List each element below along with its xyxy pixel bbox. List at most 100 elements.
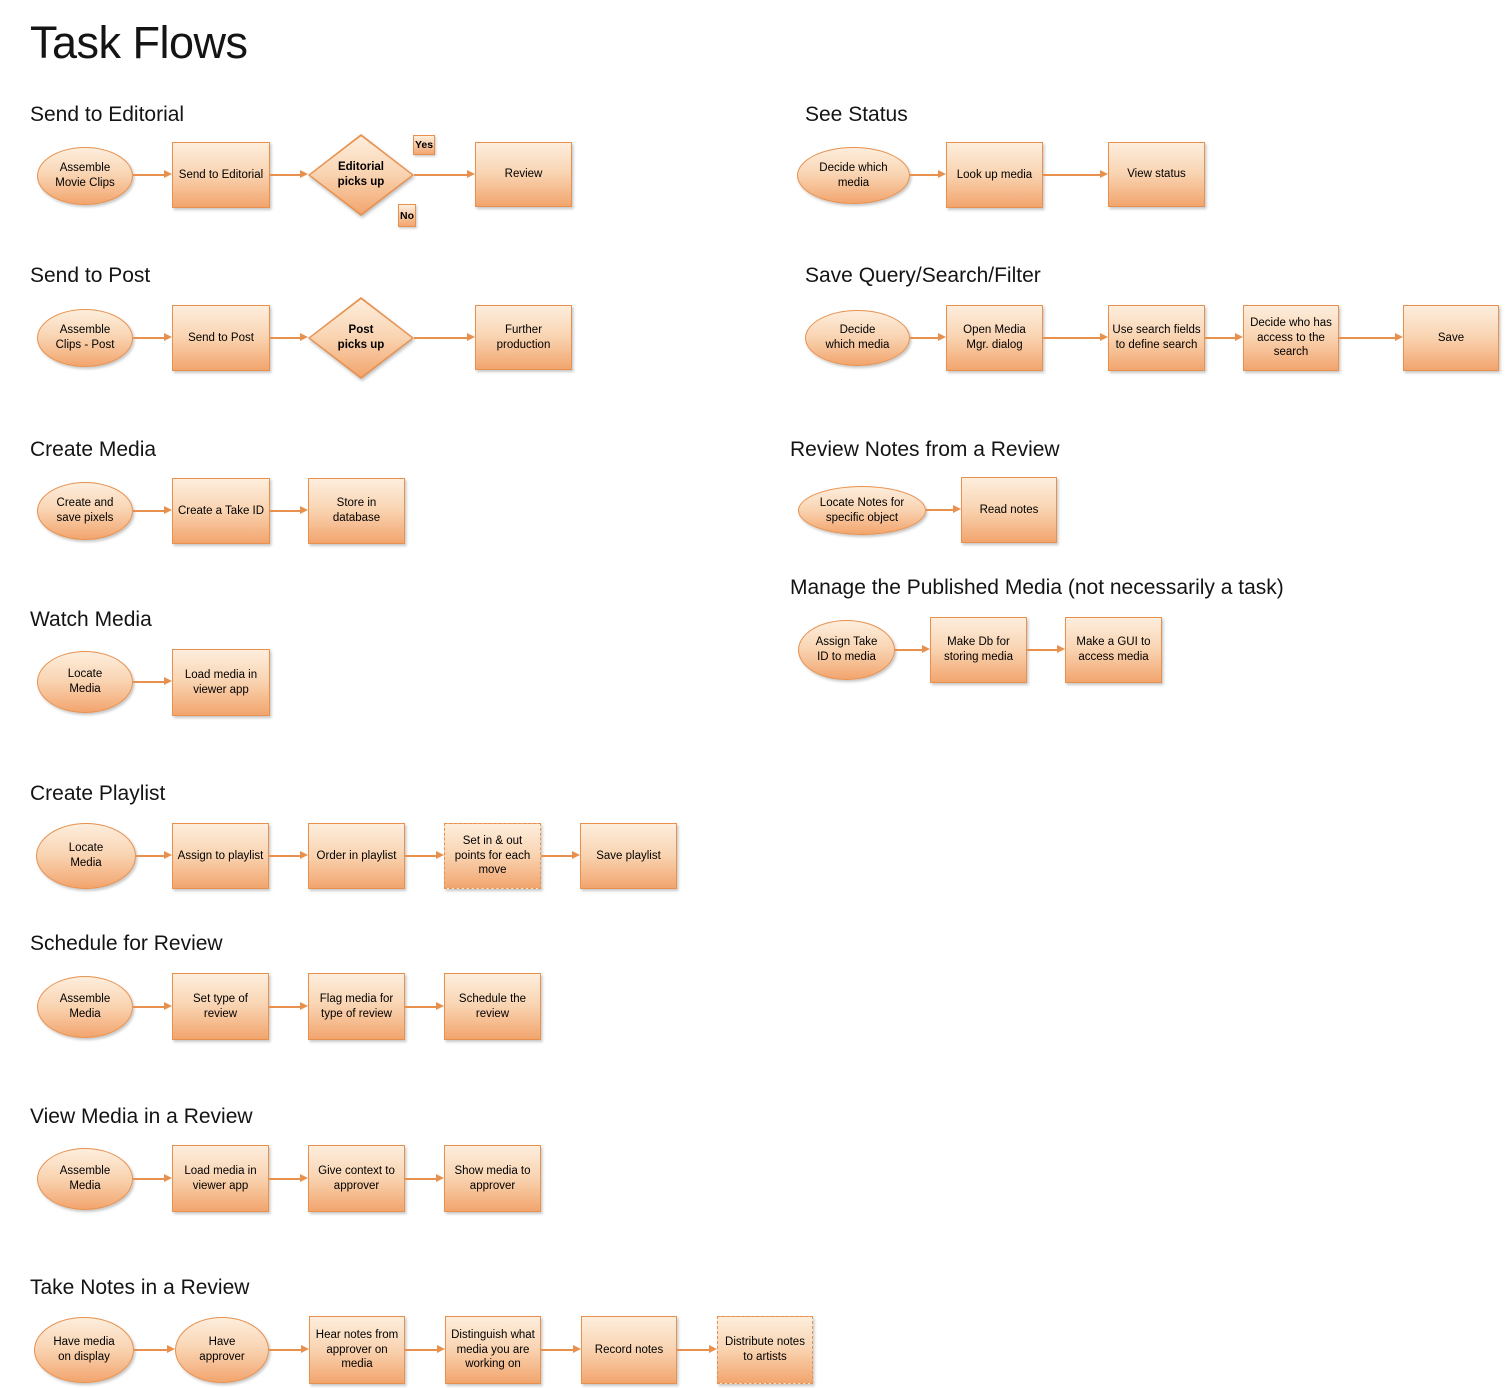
- flow-arrow-line: [1027, 649, 1058, 651]
- flow-arrow-line: [541, 1349, 574, 1351]
- node-label: Assemble Movie Clips: [55, 162, 115, 189]
- step-node: Create a Take ID: [172, 478, 270, 544]
- node-label: Use search fields to define search: [1112, 324, 1201, 351]
- flow-arrowhead: [572, 851, 580, 859]
- start-node: Locate Media: [36, 823, 136, 889]
- step-node: Decide who has access to the search: [1243, 305, 1339, 371]
- step-node: Open Media Mgr. dialog: [946, 305, 1043, 371]
- flow-arrow-line: [133, 174, 165, 176]
- branch-label-tag: No: [398, 204, 416, 227]
- node-label: Post picks up: [337, 324, 385, 351]
- flow-arrow-line: [405, 1178, 437, 1180]
- flow-section-title: Create Media: [30, 438, 157, 461]
- flow-arrowhead: [1235, 333, 1243, 341]
- flow-arrowhead: [164, 1002, 172, 1010]
- node-label: Create a Take ID: [177, 504, 265, 517]
- decision-node: Post picks up: [308, 297, 414, 379]
- flow-section-title: Send to Editorial: [30, 103, 185, 126]
- flow-arrowhead: [1395, 333, 1403, 341]
- flow-arrow-line: [133, 510, 165, 512]
- node-label: Assign to playlist: [177, 849, 264, 862]
- node-label: Make a GUI to access media: [1076, 636, 1151, 663]
- node-label: Assign Take ID to media: [815, 636, 878, 663]
- node-label: Load media in viewer app: [184, 668, 258, 696]
- node-label: Save playlist: [596, 849, 661, 862]
- start-node: Decide which media: [797, 147, 910, 204]
- flow-arrowhead: [300, 170, 308, 178]
- flow-arrowhead: [300, 506, 308, 514]
- start-node: Decide which media: [805, 310, 910, 366]
- flow-arrow-line: [270, 337, 301, 339]
- node-label: Send to Post: [188, 331, 254, 344]
- flow-arrowhead: [1100, 170, 1108, 178]
- flow-arrow-line: [541, 855, 573, 857]
- step-node: Send to Post: [172, 305, 270, 371]
- flow-arrow-line: [269, 1178, 301, 1180]
- node-label: Locate Notes for specific object: [819, 496, 905, 524]
- flow-arrow-line: [405, 1349, 438, 1351]
- optional-step-node: Set in & out points for each move: [444, 823, 541, 889]
- flow-arrowhead: [1057, 645, 1065, 653]
- flow-arrowhead: [164, 1174, 172, 1182]
- decision-node: Editorial picks up: [308, 134, 414, 216]
- node-label: Flag media for type of review: [319, 992, 394, 1020]
- start-node: Have approver: [175, 1317, 269, 1383]
- node-label: Record notes: [594, 1343, 664, 1356]
- flow-arrow-line: [1043, 337, 1101, 339]
- flow-arrowhead: [573, 1345, 581, 1353]
- node-label: Read notes: [979, 503, 1039, 516]
- flow-section-title: Manage the Published Media (not necessar…: [790, 576, 1284, 599]
- flow-arrowhead: [938, 333, 946, 341]
- flow-arrowhead: [922, 645, 930, 653]
- flow-arrowhead: [938, 170, 946, 178]
- node-label: Give context to approver: [318, 1164, 395, 1192]
- node-label: Open Media Mgr. dialog: [963, 324, 1026, 351]
- flow-arrow-line: [414, 337, 468, 339]
- flow-arrowhead: [164, 851, 172, 859]
- start-node: Assemble Media: [37, 976, 133, 1038]
- node-label: Locate Media: [67, 668, 103, 695]
- flow-arrow-line: [133, 1006, 165, 1008]
- flow-arrowhead: [436, 1002, 444, 1010]
- node-label: Editorial picks up: [337, 161, 385, 188]
- flow-arrow-line: [136, 855, 165, 857]
- step-node: Give context to approver: [308, 1145, 405, 1212]
- node-label: Locate Media: [68, 842, 104, 869]
- flow-arrow-line: [405, 855, 437, 857]
- node-label: Have media on display: [53, 1336, 115, 1363]
- node-label: Set in & out points for each move: [454, 834, 531, 877]
- page-title: Task Flows: [30, 17, 248, 68]
- node-label: Review: [504, 168, 543, 181]
- start-node: Have media on display: [34, 1317, 134, 1383]
- node-label: Show media to approver: [454, 1164, 531, 1192]
- step-node: Show media to approver: [444, 1145, 541, 1212]
- start-node: Assemble Clips - Post: [37, 309, 133, 367]
- flow-arrow-line: [677, 1349, 710, 1351]
- flow-arrowhead: [953, 505, 961, 513]
- flow-arrowhead: [436, 1174, 444, 1182]
- flow-arrow-line: [414, 174, 468, 176]
- flow-section-title: View Media in a Review: [30, 1105, 253, 1128]
- node-label: Schedule the review: [458, 992, 527, 1020]
- flow-section-title: Save Query/Search/Filter: [805, 264, 1041, 287]
- flow-arrow-line: [926, 509, 954, 511]
- step-node: Flag media for type of review: [308, 973, 405, 1040]
- step-node: Order in playlist: [308, 823, 405, 889]
- start-node: Locate Notes for specific object: [798, 486, 926, 535]
- flow-section-title: Take Notes in a Review: [30, 1276, 250, 1299]
- node-label: Decide which media: [819, 161, 888, 189]
- step-node: Further production: [475, 305, 572, 370]
- flow-arrow-line: [405, 1006, 437, 1008]
- start-node: Create and save pixels: [37, 482, 133, 540]
- step-node: Load media in viewer app: [172, 649, 270, 716]
- flow-arrow-line: [895, 649, 923, 651]
- step-node: Save playlist: [580, 823, 677, 889]
- flow-arrow-line: [1339, 337, 1396, 339]
- step-node: Record notes: [581, 1316, 677, 1384]
- node-label: Have approver: [199, 1336, 245, 1363]
- flow-arrow-line: [910, 337, 939, 339]
- node-label: Save: [1437, 331, 1465, 344]
- flow-arrowhead: [300, 1002, 308, 1010]
- flow-arrow-line: [270, 174, 301, 176]
